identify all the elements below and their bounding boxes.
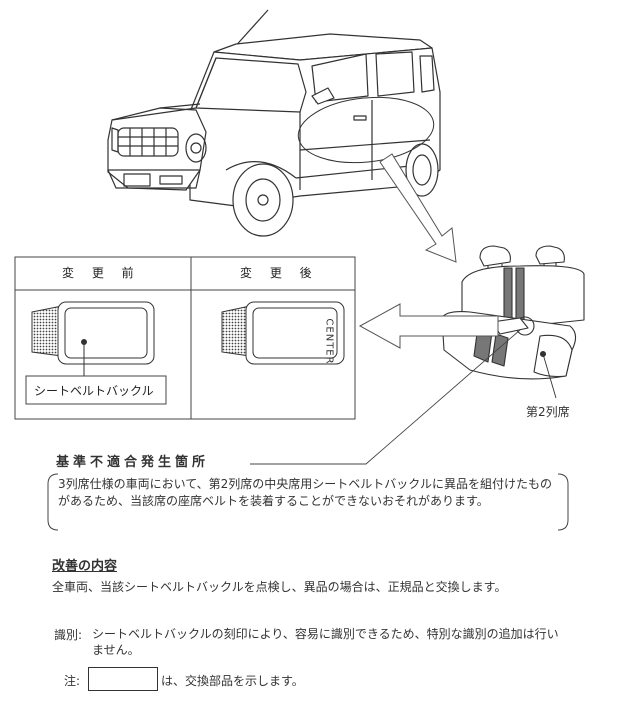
buckle-before (31, 301, 155, 376)
buckle-label-box (25, 375, 167, 405)
improvement-title: 改善の内容 (52, 559, 118, 574)
issue-description: 3列席仕様の車両において、第2列席の中央席用シートベルトバックルに異品を組付けた… (58, 477, 552, 508)
identification-label: 識別: (54, 628, 83, 642)
issue-leader-line (250, 329, 521, 465)
comparison-table (14, 256, 356, 420)
car-illustration (107, 9, 441, 237)
seat-row-label: 第2列席 (526, 405, 570, 419)
improvement-text: 全車両、当該シートベルトバックルを点検し、異品の場合は、正規品と交換します。 (52, 580, 507, 594)
car-to-seat-arrow (379, 153, 457, 263)
buckle-after (221, 301, 345, 365)
note-text: は、交換部品を示します。 (161, 674, 304, 688)
seat-to-table-arrow (358, 303, 499, 349)
note-label: 注: (64, 674, 81, 688)
identification-text: シートベルトバックルの刻印により、容易に識別できるため、特別な識別の追加は行いま… (92, 627, 559, 657)
center-mark: CENTER (323, 318, 335, 365)
replacement-part-legend-box (88, 667, 158, 691)
buckle-label: シートベルトバックル (34, 384, 154, 398)
description-bracket (47, 473, 569, 531)
issue-title: 基準不適合発生箇所 (56, 455, 210, 470)
before-header: 変 更 前 (62, 266, 141, 280)
after-header: 変 更 後 (240, 266, 319, 280)
